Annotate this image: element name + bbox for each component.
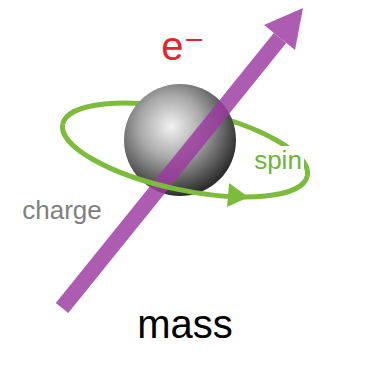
property-label: mass bbox=[135, 302, 235, 346]
orbit-arrowhead bbox=[224, 183, 251, 211]
property-label: spin bbox=[252, 146, 304, 175]
arrow-head bbox=[264, 8, 303, 50]
arrow-shaft bbox=[62, 38, 280, 308]
property-label: charge bbox=[20, 196, 104, 225]
particle-symbol: e⁻ bbox=[159, 24, 206, 68]
spin-axis-arrow bbox=[62, 8, 303, 308]
